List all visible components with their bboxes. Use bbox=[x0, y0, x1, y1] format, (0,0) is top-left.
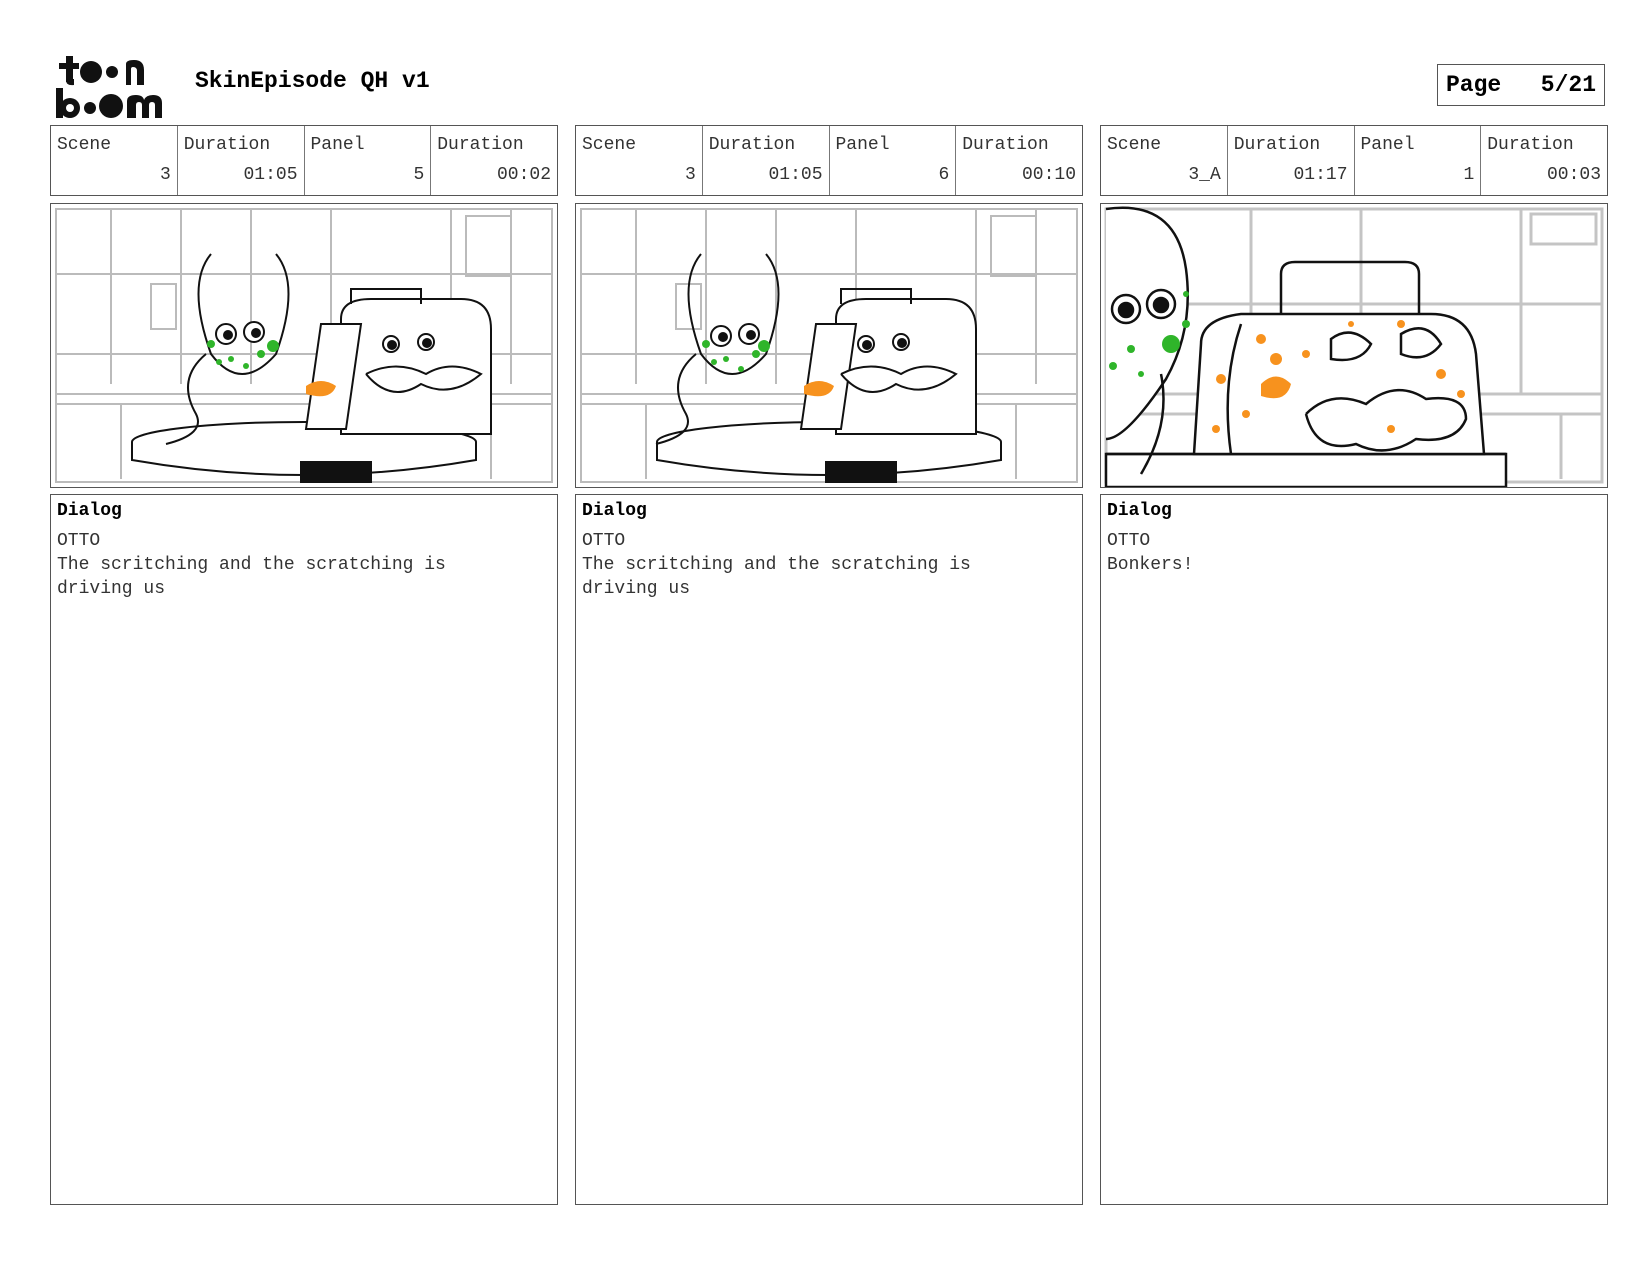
dialog-speaker: OTTO bbox=[57, 531, 101, 551]
panel-info-row: Scene 3_A Duration 01:17 Panel 1 Duratio… bbox=[1100, 125, 1608, 196]
scene-cell: Scene 3 bbox=[51, 126, 178, 195]
panel-column-1: Scene 3 Duration 01:05 Panel 5 Duration … bbox=[50, 125, 558, 1205]
storyboard-sketch bbox=[580, 208, 1078, 483]
scene-label: Scene bbox=[1107, 135, 1162, 155]
scene-cell: Scene 3_A bbox=[1101, 126, 1228, 195]
duration-label: Duration bbox=[183, 135, 271, 155]
panel-duration-value: 00:10 bbox=[1021, 165, 1076, 185]
dialog-box: Dialog OTTO The scritching and the scrat… bbox=[575, 494, 1083, 1205]
panel-duration-cell: Duration 00:03 bbox=[1481, 126, 1607, 195]
panel-duration-cell: Duration 00:10 bbox=[956, 126, 1082, 195]
storyboard-frame bbox=[50, 203, 558, 488]
panel-value: 1 bbox=[1463, 165, 1475, 185]
toonboom-logo bbox=[54, 54, 174, 120]
panel-duration-value: 00:02 bbox=[496, 165, 551, 185]
scene-value: 3 bbox=[159, 165, 171, 185]
scene-label: Scene bbox=[57, 135, 112, 155]
panel-column-2: Scene 3 Duration 01:05 Panel 6 Duration … bbox=[575, 125, 1083, 1205]
page-number: 5/21 bbox=[1540, 72, 1596, 98]
dialog-heading: Dialog bbox=[582, 501, 647, 521]
panel-label: Panel bbox=[1360, 135, 1415, 155]
scene-label: Scene bbox=[582, 135, 637, 155]
scene-value: 3_A bbox=[1188, 165, 1221, 185]
panel-duration-cell: Duration 00:02 bbox=[431, 126, 557, 195]
storyboard-sketch bbox=[1104, 206, 1604, 487]
dialog-speaker: OTTO bbox=[1107, 531, 1151, 551]
panel-cell: Panel 5 bbox=[305, 126, 432, 195]
scene-cell: Scene 3 bbox=[576, 126, 703, 195]
panel-column-3: Scene 3_A Duration 01:17 Panel 1 Duratio… bbox=[1100, 125, 1608, 1205]
dialog-line: The scritching and the scratching is dri… bbox=[582, 555, 982, 599]
panel-label: Panel bbox=[835, 135, 890, 155]
panel-duration-value: 00:03 bbox=[1546, 165, 1601, 185]
storyboard-frame bbox=[575, 203, 1083, 488]
scene-value: 3 bbox=[684, 165, 696, 185]
storyboard-frame bbox=[1100, 203, 1608, 488]
panel-info-row: Scene 3 Duration 01:05 Panel 6 Duration … bbox=[575, 125, 1083, 196]
duration-label: Duration bbox=[1233, 135, 1321, 155]
dialog-line: The scritching and the scratching is dri… bbox=[57, 555, 457, 599]
panel-label: Panel bbox=[310, 135, 365, 155]
dialog-box: Dialog OTTO The scritching and the scrat… bbox=[50, 494, 558, 1205]
page-label: Page bbox=[1446, 72, 1502, 98]
scene-duration-value: 01:05 bbox=[768, 165, 823, 185]
dialog-heading: Dialog bbox=[57, 501, 122, 521]
duration-label: Duration bbox=[708, 135, 796, 155]
duration-label: Duration bbox=[437, 135, 524, 155]
dialog-speaker: OTTO bbox=[582, 531, 626, 551]
page-indicator: Page 5/21 bbox=[1437, 64, 1605, 106]
scene-duration-cell: Duration 01:05 bbox=[178, 126, 305, 195]
document-title: SkinEpisode QH v1 bbox=[195, 68, 430, 94]
scene-duration-cell: Duration 01:17 bbox=[1228, 126, 1355, 195]
duration-label: Duration bbox=[1487, 135, 1574, 155]
panel-cell: Panel 6 bbox=[830, 126, 957, 195]
dialog-heading: Dialog bbox=[1107, 501, 1172, 521]
storyboard-sketch bbox=[55, 208, 553, 483]
duration-label: Duration bbox=[962, 135, 1049, 155]
panel-cell: Panel 1 bbox=[1355, 126, 1482, 195]
scene-duration-cell: Duration 01:05 bbox=[703, 126, 830, 195]
scene-duration-value: 01:17 bbox=[1293, 165, 1348, 185]
scene-duration-value: 01:05 bbox=[243, 165, 298, 185]
panel-value: 6 bbox=[938, 165, 950, 185]
dialog-box: Dialog OTTO Bonkers! bbox=[1100, 494, 1608, 1205]
panel-info-row: Scene 3 Duration 01:05 Panel 5 Duration … bbox=[50, 125, 558, 196]
dialog-line: Bonkers! bbox=[1107, 555, 1194, 575]
panel-value: 5 bbox=[413, 165, 425, 185]
